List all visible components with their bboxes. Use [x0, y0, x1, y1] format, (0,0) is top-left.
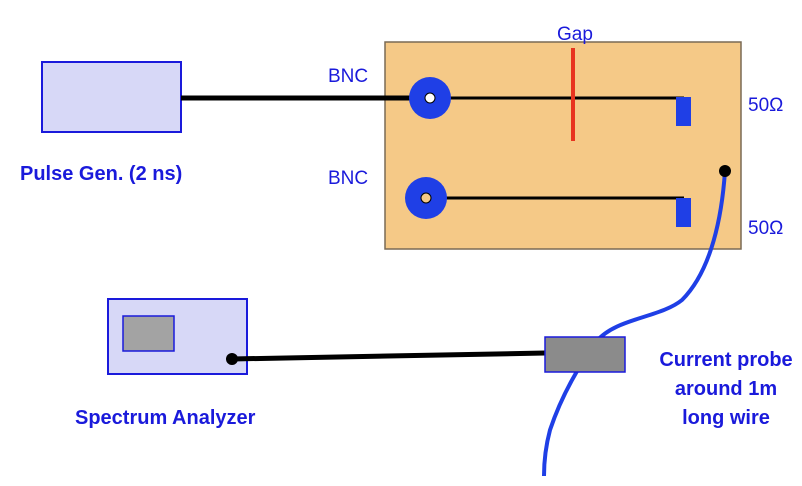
spectrum-analyzer-label: Spectrum Analyzer — [75, 407, 256, 429]
wire-attach-point — [719, 165, 731, 177]
termination-label-bottom: 50Ω — [748, 218, 783, 239]
bnc-connector-top — [409, 77, 451, 119]
termination-resistor-bottom — [676, 198, 691, 227]
long-wire — [542, 170, 727, 477]
gap-label: Gap — [557, 24, 593, 45]
pulse-generator-box — [41, 61, 182, 133]
bnc-connector-bottom — [405, 177, 447, 219]
termination-resistor-top — [676, 97, 691, 126]
analyzer-cable — [231, 350, 546, 362]
termination-label-top: 50Ω — [748, 95, 783, 116]
probe-label-line2: around 1m — [675, 378, 777, 400]
probe-label-line3: long wire — [682, 407, 770, 429]
pulse-generator-label: Pulse Gen. (2 ns) — [20, 163, 182, 185]
spectrum-analyzer-screen — [122, 315, 175, 352]
bnc-label-bottom: BNC — [328, 168, 368, 189]
probe-label-line1: Current probe — [659, 349, 792, 371]
current-probe — [544, 336, 626, 373]
bnc-label-top: BNC — [328, 66, 368, 87]
